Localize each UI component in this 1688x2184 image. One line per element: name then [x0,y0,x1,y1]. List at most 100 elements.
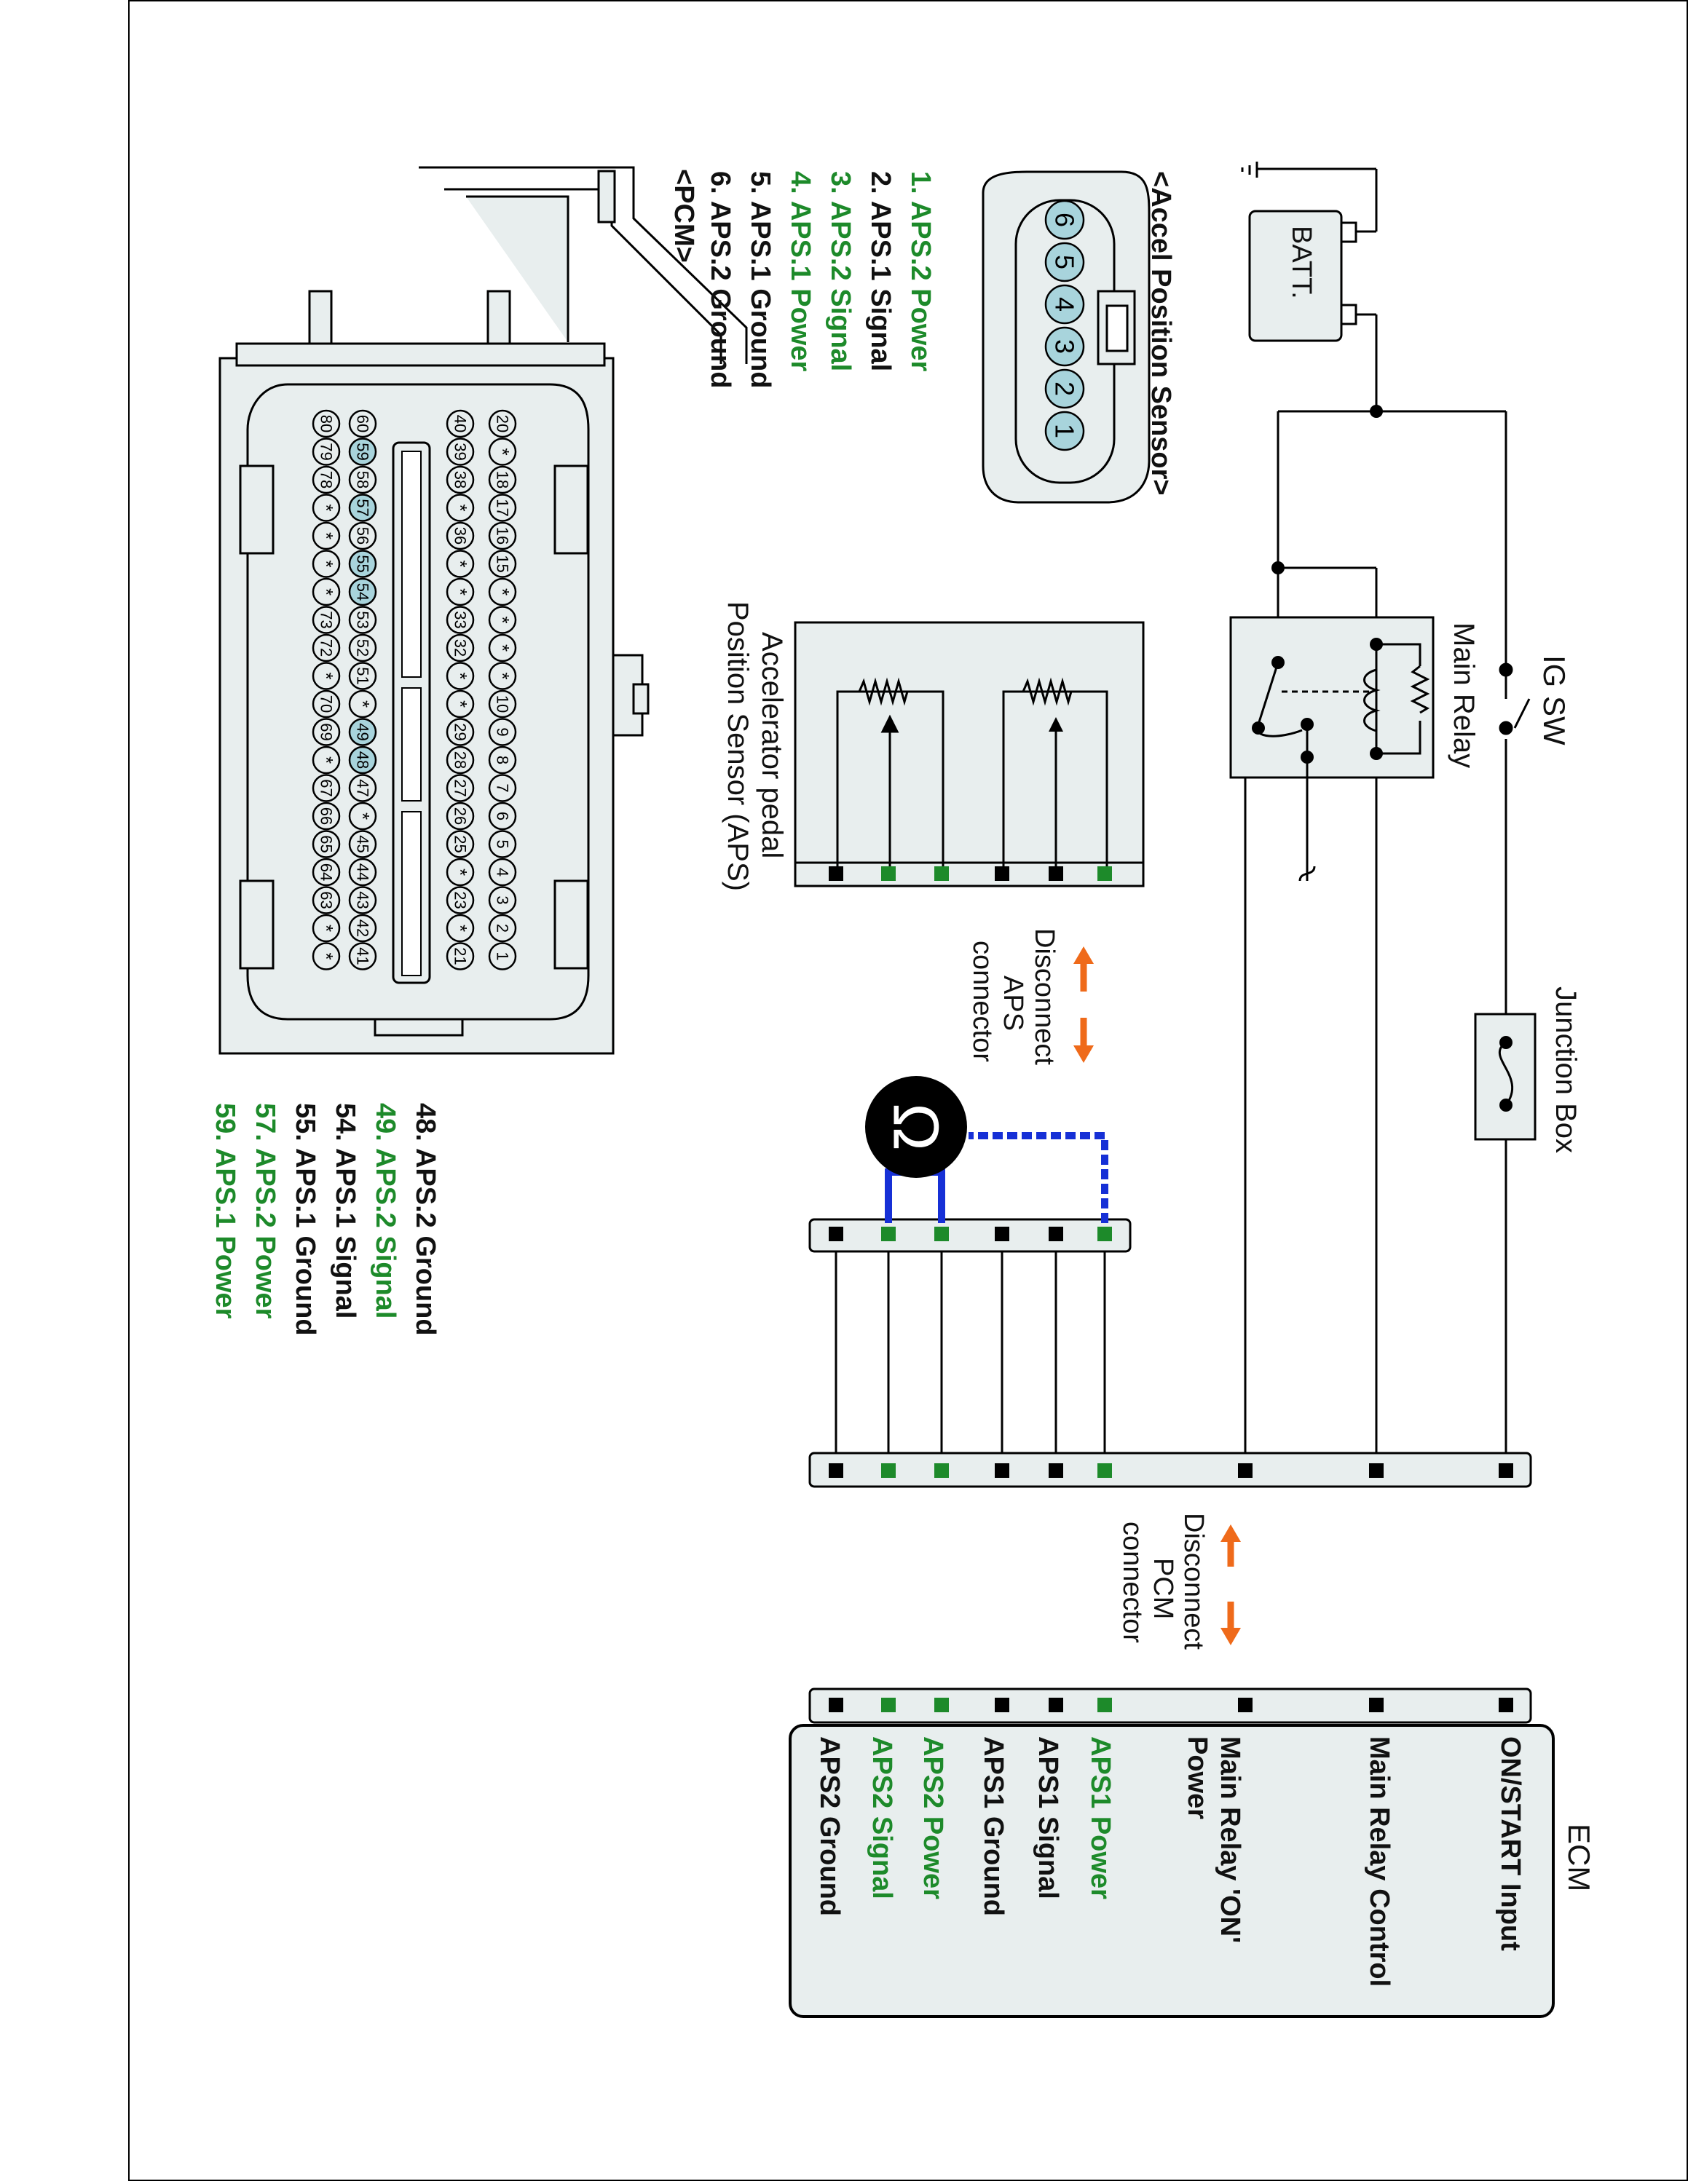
pcm-pin [312,633,341,662]
pcm-pin [446,830,475,858]
pcm-pin [488,942,517,970]
pcm-pin [312,858,341,887]
aps-connector-pin [881,1227,896,1241]
pcm-pin-label: 23 [451,891,470,909]
ecm-pin-label: ON/START Input [1495,1736,1526,1951]
aps-module-pin [995,866,1009,881]
pcm-pin-label: 79 [318,443,336,460]
pcm-pin-label: 63 [318,891,336,909]
pcm-pin-label: 32 [451,639,470,657]
pcm-pin-label: 26 [451,807,470,825]
pcm-pin-label: 18 [494,471,512,488]
pcm-pin [488,886,517,914]
pcm-pin [312,662,341,690]
pcm-pin [488,662,517,690]
junction-box-label: Junction Box [1550,986,1582,1154]
ecm-pin-label: Main Relay 'ON' [1215,1736,1245,1944]
pcm-pin-label: 7 [494,783,512,792]
pcm-pin-label: * [315,504,337,511]
pcm-pin [312,494,341,522]
legend-item: 49. APS.2 Signal [370,1103,401,1319]
pcm-pin-label: 15 [494,555,512,572]
pcm-pin [348,494,377,522]
pcm-pin [446,718,475,746]
pcm-pin-label: * [352,812,374,820]
pcm-pin [348,438,377,466]
aps-connector-pin [934,1227,949,1241]
pcm-pin [312,802,341,831]
pcm-pin [312,914,341,943]
pcm-pin [446,577,475,606]
pcm-pin [312,830,341,858]
pcm-disconnect-arrows [1220,1524,1241,1645]
accel-sensor-pin-label: 2 [1050,381,1080,396]
disconnect-pcm-line-2: PCM [1148,1558,1178,1620]
pcm-pin-label: 39 [451,443,470,460]
accel-sensor-pin-label: 1 [1050,424,1080,438]
pcm-pin-label: 10 [494,695,512,713]
pcm-pin [446,550,475,578]
pcm-pin [488,465,517,494]
pcm-pin-label: 66 [318,807,336,825]
ecm-pin [1238,1698,1253,1712]
pcm-pin-label: * [449,672,471,679]
pcm-pin [348,774,377,802]
pcm-pin [348,914,377,943]
pcm-pin-label: 73 [318,611,336,628]
pcm-pin [446,858,475,887]
pcm-pin-label: 17 [494,499,512,516]
pcm-pin [348,942,377,970]
accel-sensor-pin-label: 6 [1050,213,1080,227]
pcm-pin [446,745,475,775]
disconnect-aps-line-2: APS [998,976,1028,1032]
disconnect-pcm-line-3: connector [1117,1522,1148,1643]
aps-module-label-2: Position Sensor (APS) [722,601,754,891]
pcm-pin [446,689,475,719]
ecm-connector-strip [808,1688,1532,1724]
pcm-pin [348,550,377,578]
pcm-pin-label: 27 [451,779,470,796]
pcm-pin-label: * [492,672,513,679]
pcm-pin-label: 78 [318,471,336,488]
pcm-pin-label: 28 [451,751,470,769]
pcm-pin [348,858,377,887]
pcm-pin-label: 2 [494,924,512,933]
pcm-pin [488,830,517,858]
legend-item: 5. APS.1 Ground [745,171,776,389]
pcm-pin-label: 38 [451,471,470,488]
pcm-pin [446,465,475,494]
pcm-pin [488,858,517,887]
aps-module-label-1: Accelerator pedal [756,632,788,859]
aps-connector-pin [829,1227,843,1241]
pcm-pin [312,718,341,746]
pcm-pin-label: 20 [494,415,512,432]
pcm-pin-label: * [315,588,337,596]
pcm-pin [446,438,475,466]
pcm-pin-label: 70 [318,695,336,713]
ecm-pin [934,1698,949,1712]
aps-connector-strip [808,1218,1132,1253]
accel-sensor-pin-label: 4 [1050,297,1080,312]
legend-item: 6. APS.2 Ground [705,171,735,389]
pcm-pin-label: 67 [318,779,336,796]
pcm-pin [348,409,377,438]
pcm-pin [446,409,475,438]
pcm-pin-label: 36 [451,527,470,545]
ecm-pin-label: APS2 Signal [867,1736,897,1899]
legend-item: 54. APS.1 Signal [330,1103,360,1319]
junction-box [1474,1013,1537,1141]
pcm-pin [312,465,341,494]
legend-item: 59. APS.1 Power [210,1103,240,1319]
battery-label: BATT. [1286,226,1317,299]
ecm-pin [881,1698,896,1712]
pcm-pin-label: * [449,560,471,567]
pcm-pin [488,774,517,802]
pcm-pin [488,689,517,719]
pcm-title: <PCM> [669,169,699,263]
pcm-harness-pin [829,1463,843,1478]
ig-switch [1499,662,1531,735]
pcm-pin [446,662,475,690]
pcm-pin [488,633,517,662]
pcm-pin-label: 49 [354,723,372,740]
